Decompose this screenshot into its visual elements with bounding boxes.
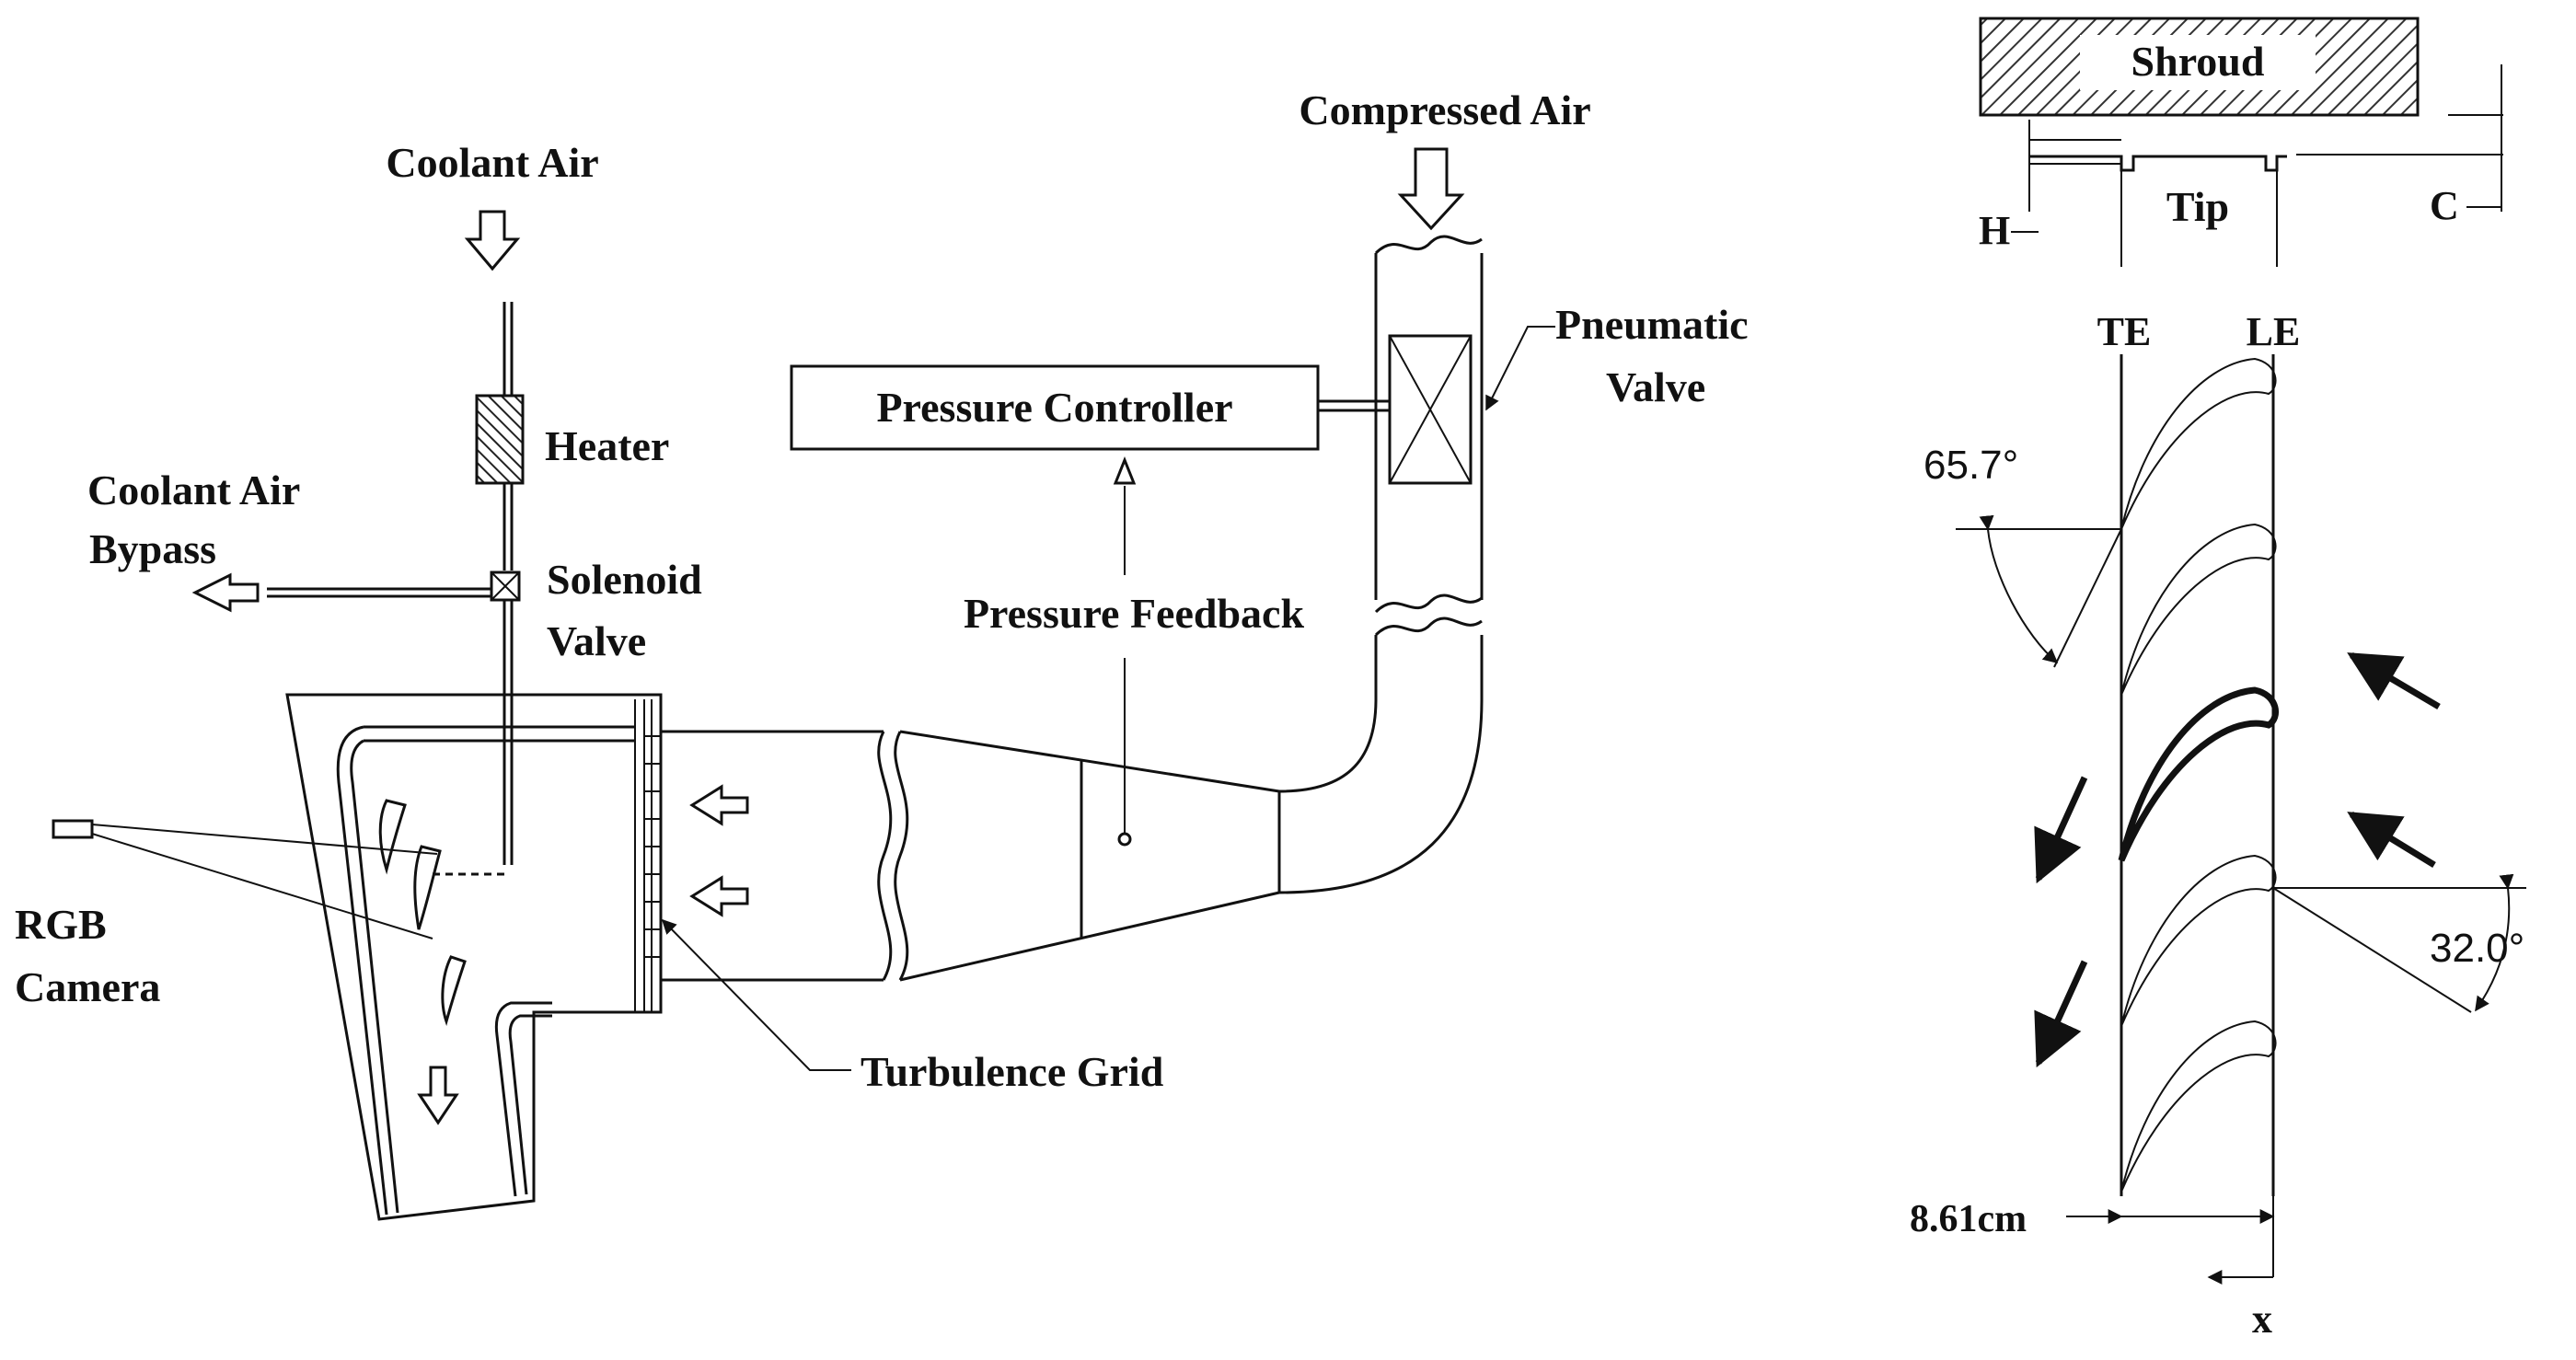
pressure-feedback-label: Pressure Feedback: [964, 590, 1305, 637]
rgb-camera-label-1: RGB: [15, 901, 107, 948]
blade-profiles: [2118, 357, 2279, 1193]
x-axis-label: x: [2252, 1297, 2272, 1342]
heater-label: Heater: [545, 422, 669, 469]
cascade-blades: [378, 799, 467, 1026]
rgb-camera-label-2: Camera: [15, 963, 160, 1010]
flow-arrow-icon: [689, 875, 749, 917]
pressure-tap-icon: [1117, 832, 1132, 847]
turbulence-grid-ticks: [644, 735, 661, 958]
rgb-camera-icon: [52, 819, 94, 839]
pitch-label: 8.61cm: [1910, 1198, 2027, 1240]
flow-arrow-icon: [689, 784, 749, 826]
exit-arrow-icon: [417, 1066, 459, 1125]
inlet-angle-label: 65.7°: [1923, 443, 2018, 488]
cascade-geometry-group: Shroud Tip H C TE LE: [1910, 17, 2526, 1342]
pneumatic-valve-label-1: Pneumatic: [1555, 301, 1749, 348]
wind-tunnel-group: Coolant Air Heater Solenoid Valve Coolan…: [15, 86, 1749, 1221]
pressure-feedback-arrow-icon: [1113, 455, 1137, 485]
solenoid-valve-label-1: Solenoid: [547, 556, 702, 603]
coolant-air-arrow-icon: [464, 210, 521, 271]
compressed-air-arrow-icon: [1397, 147, 1465, 231]
pneumatic-valve-label-2: Valve: [1606, 363, 1705, 410]
te-label: TE: [2097, 309, 2152, 354]
solenoid-valve-label-2: Valve: [547, 617, 646, 664]
compressed-air-label: Compressed Air: [1299, 86, 1590, 133]
coolant-air-label: Coolant Air: [386, 139, 598, 186]
exit-angle-label: 32.0°: [2430, 926, 2524, 971]
elbow-duct: [1278, 635, 1378, 793]
flow-arrows: [2034, 651, 2441, 1068]
tip-label: Tip: [2166, 183, 2229, 230]
h-label: H: [1979, 208, 2010, 253]
c-label: C: [2430, 183, 2459, 228]
test-section-outline: [285, 693, 663, 1221]
bypass-arrow-icon: [191, 572, 260, 613]
pressure-controller-label: Pressure Controller: [876, 384, 1232, 431]
pressure-controller-box: [790, 364, 1320, 451]
shroud-label: Shroud: [2131, 38, 2265, 85]
coolant-bypass-label-2: Bypass: [89, 525, 216, 572]
turbulence-grid-label: Turbulence Grid: [861, 1048, 1164, 1095]
coolant-bypass-label-1: Coolant Air: [87, 467, 300, 513]
break-line: [877, 731, 893, 981]
heater-icon: [475, 394, 525, 485]
le-label: LE: [2247, 309, 2301, 354]
